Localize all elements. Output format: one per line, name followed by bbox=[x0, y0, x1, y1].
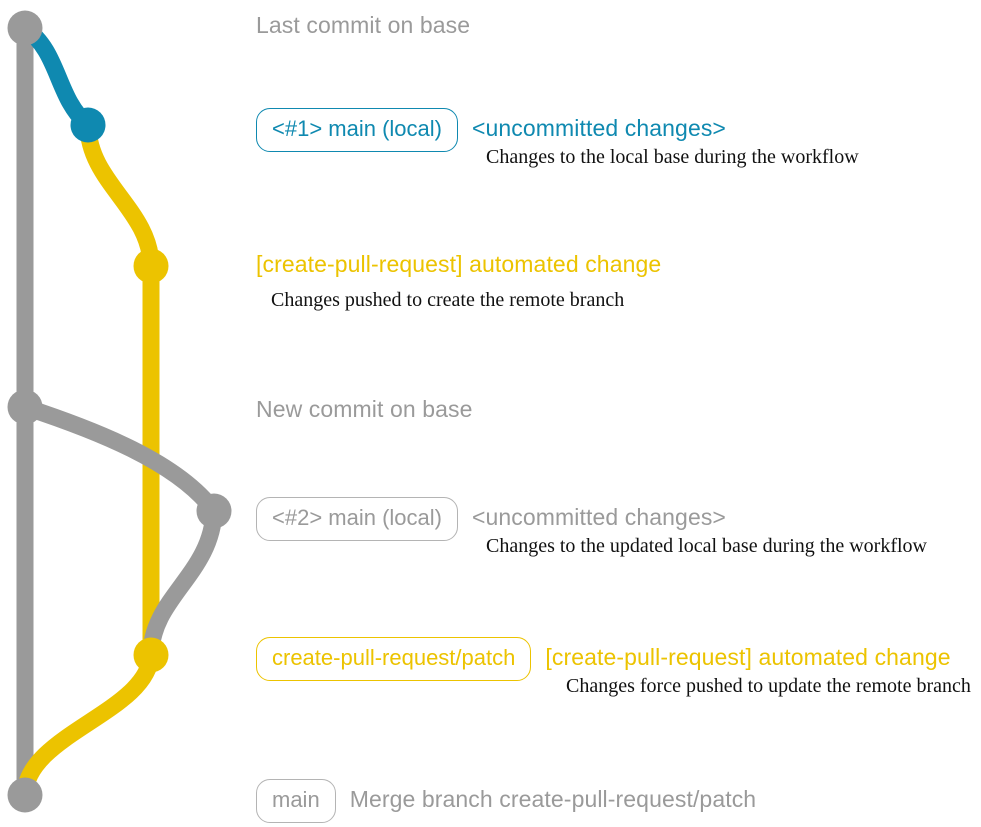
row-last-commit-on-base: Last commit on base bbox=[256, 12, 470, 39]
commit-subject-new-commit-on-base: New commit on base bbox=[256, 396, 473, 422]
ref-chip-create-pull-request-patch[interactable]: create-pull-request/patch bbox=[256, 637, 532, 681]
commit-node-patch-1 bbox=[133, 248, 169, 284]
edge-local1-to-patch1 bbox=[79, 116, 160, 275]
commit-description-2: Changes pushed to create the remote bran… bbox=[271, 289, 625, 311]
commit-subject-automated-change-2: [create-pull-request] automated change bbox=[545, 644, 951, 670]
row-automated-change-1: [create-pull-request] automated change bbox=[256, 251, 661, 278]
edge-basenew-to-local2 bbox=[16, 398, 223, 520]
row-merge-commit: main Merge branch create-pull-request/pa… bbox=[256, 779, 756, 823]
commit-node-base-merge bbox=[7, 777, 43, 813]
row-automated-change-2: create-pull-request/patch [create-pull-r… bbox=[256, 637, 951, 681]
edge-local2-to-patch2 bbox=[142, 502, 223, 664]
commit-subject-merge: Merge branch create-pull-request/patch bbox=[349, 786, 757, 812]
row-local-uncommitted-2: <#2> main (local) <uncommitted changes> bbox=[256, 497, 726, 541]
commit-node-patch-2 bbox=[133, 637, 169, 673]
ref-chip-main[interactable]: main bbox=[256, 779, 336, 823]
commit-description-1: Changes to the local base during the wor… bbox=[486, 146, 859, 168]
commit-nodes bbox=[7, 10, 232, 813]
ref-chip-main-local-1[interactable]: <#1> main (local) bbox=[256, 108, 458, 152]
commit-subject-uncommitted-2: <uncommitted changes> bbox=[471, 504, 726, 530]
commit-description-3: Changes to the updated local base during… bbox=[486, 535, 927, 557]
commit-node-local-1 bbox=[70, 107, 106, 143]
commit-description-4: Changes force pushed to update the remot… bbox=[566, 675, 971, 697]
commit-node-base-new bbox=[7, 389, 43, 425]
commit-subject-uncommitted-1: <uncommitted changes> bbox=[471, 115, 726, 141]
edge-patch2-to-merge bbox=[16, 646, 160, 804]
row-new-commit-on-base: New commit on base bbox=[256, 396, 473, 423]
commit-node-local-2 bbox=[196, 493, 232, 529]
commit-node-base-last bbox=[7, 10, 43, 46]
ref-chip-main-local-2[interactable]: <#2> main (local) bbox=[256, 497, 458, 541]
commit-subject-last-commit-on-base: Last commit on base bbox=[256, 12, 471, 38]
commit-subject-automated-change-1: [create-pull-request] automated change bbox=[256, 251, 662, 277]
row-local-uncommitted-1: <#1> main (local) <uncommitted changes> bbox=[256, 108, 726, 152]
